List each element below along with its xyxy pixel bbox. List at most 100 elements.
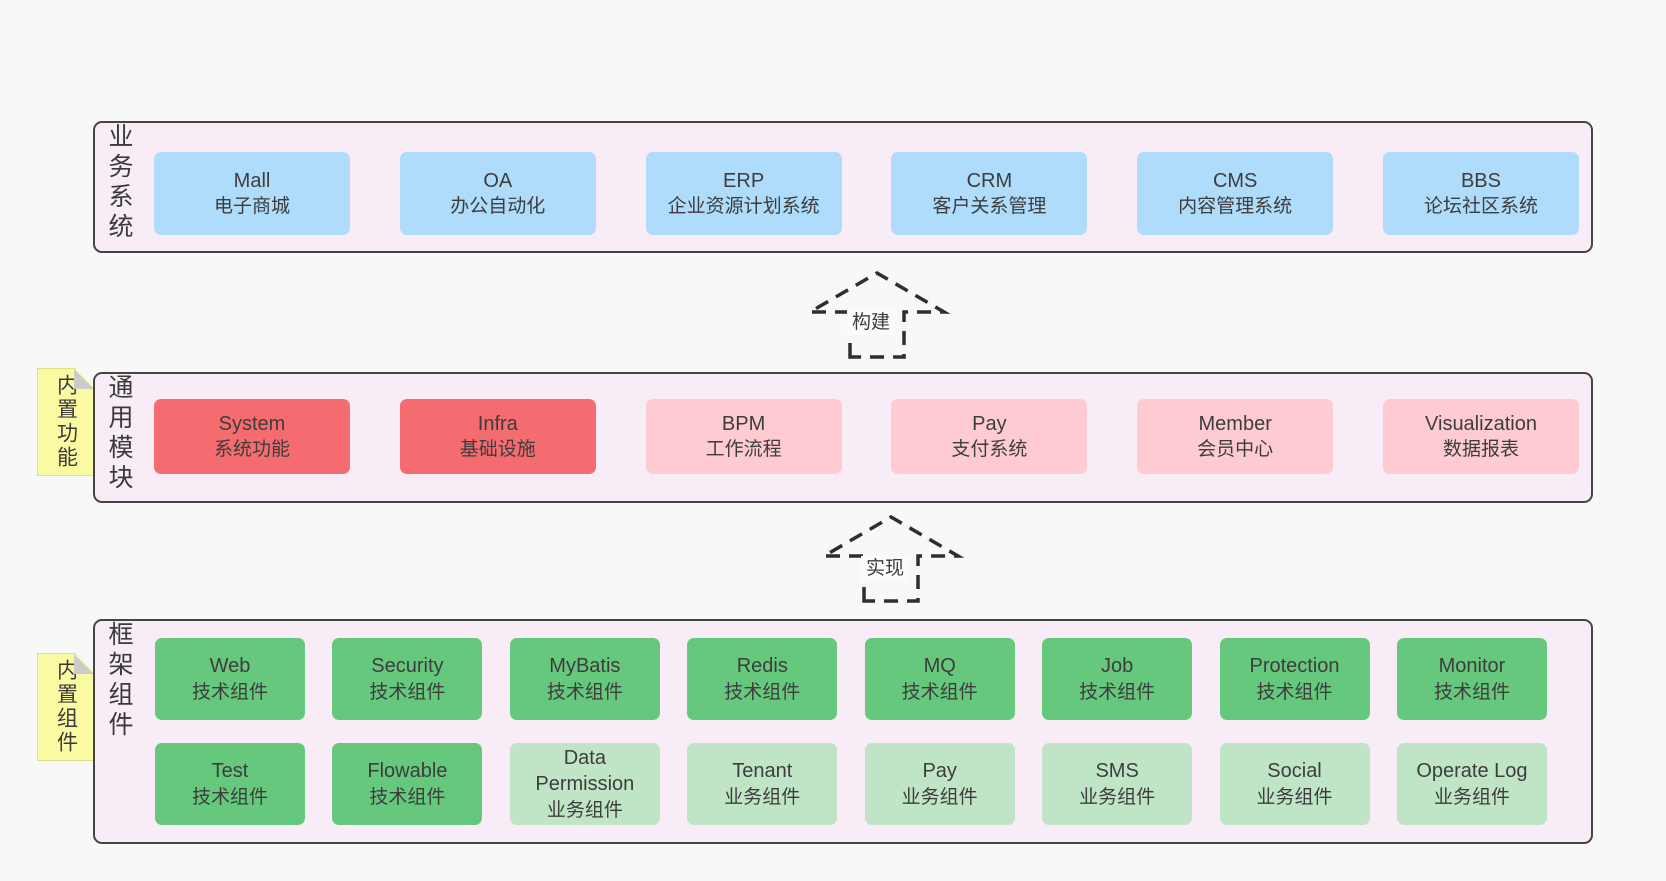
business-systems-box-bbs: BBS 论坛社区系统 bbox=[1382, 152, 1579, 235]
business-systems-box-oa: OA 办公自动化 bbox=[399, 152, 596, 235]
common-modules-box-pay: Pay 支付系统 bbox=[891, 399, 1088, 474]
box-title: Test bbox=[211, 760, 249, 783]
box-subtitle: 工作流程 bbox=[705, 439, 782, 461]
box-subtitle: 业务组件 bbox=[1433, 786, 1510, 808]
box-subtitle: 内容管理系统 bbox=[1178, 196, 1293, 218]
box-subtitle: 办公自动化 bbox=[450, 196, 546, 218]
box-title: SMS bbox=[1095, 760, 1139, 783]
box-title: Pay bbox=[972, 412, 1007, 435]
built-in-components-note-label: 内置组件 bbox=[54, 659, 78, 755]
box-title: Redis bbox=[736, 655, 788, 678]
box-subtitle: 业务组件 bbox=[1079, 786, 1156, 808]
business-systems-box-erp: ERP 企业资源计划系统 bbox=[645, 152, 842, 235]
framework-components-box-test: Test 技术组件 bbox=[155, 743, 305, 825]
box-subtitle: 技术组件 bbox=[546, 681, 623, 703]
box-subtitle: 支付系统 bbox=[951, 439, 1028, 461]
box-subtitle: 会员中心 bbox=[1197, 439, 1274, 461]
common-modules-side-label: 通用模块 bbox=[105, 374, 133, 494]
box-title: Monitor bbox=[1438, 655, 1506, 678]
common-modules-box-infra: Infra 基础设施 bbox=[399, 399, 596, 474]
box-title: Pay bbox=[922, 760, 957, 783]
box-title: Protection bbox=[1249, 655, 1340, 678]
build-arrow-icon bbox=[803, 270, 951, 359]
box-subtitle: 论坛社区系统 bbox=[1423, 196, 1538, 218]
business-systems-box-crm: CRM 客户关系管理 bbox=[891, 152, 1088, 235]
framework-components-side-label: 框架组件 bbox=[105, 621, 133, 741]
box-subtitle: 数据报表 bbox=[1442, 439, 1519, 461]
box-title: System bbox=[218, 412, 286, 435]
implement-arrow-label: 实现 bbox=[861, 556, 910, 581]
box-subtitle: 技术组件 bbox=[1079, 681, 1156, 703]
framework-components-box-job: Job 技术组件 bbox=[1042, 638, 1193, 720]
box-subtitle: 业务组件 bbox=[1256, 786, 1333, 808]
box-title: CRM bbox=[966, 169, 1013, 192]
box-title: Security bbox=[371, 655, 444, 678]
box-subtitle: 技术组件 bbox=[191, 681, 268, 703]
framework-components-box-protection: Protection 技术组件 bbox=[1219, 638, 1370, 720]
framework-components-box-security: Security 技术组件 bbox=[332, 638, 483, 720]
framework-components-box-monitor: Monitor 技术组件 bbox=[1396, 638, 1547, 720]
business-systems-side-label: 业务系统 bbox=[105, 123, 133, 243]
build-arrow-label: 构建 bbox=[847, 310, 896, 335]
business-systems-rows: Mall 电子商城 OA 办公自动化 ERP 企业资源计划系统 CRM 客户关系管理 CMS 内容… bbox=[95, 123, 1591, 235]
business-systems-panel: 业务系统 Mall 电子商城 OA 办公自动化 ERP 企业资源计划系统 CRM 客户关系管理… bbox=[93, 121, 1593, 253]
box-subtitle: 基础设施 bbox=[459, 439, 536, 461]
box-title: Web bbox=[209, 655, 251, 678]
box-subtitle: 技术组件 bbox=[369, 681, 446, 703]
box-title: Member bbox=[1198, 412, 1272, 435]
box-subtitle: 技术组件 bbox=[1256, 681, 1333, 703]
framework-components-box-data-permission: Data Permission 业务组件 bbox=[509, 743, 660, 825]
box-subtitle: 技术组件 bbox=[191, 786, 268, 808]
box-subtitle: 技术组件 bbox=[1433, 681, 1510, 703]
box-title: Social bbox=[1267, 760, 1322, 783]
business-systems-box-mall: Mall 电子商城 bbox=[154, 152, 350, 235]
box-title: Operate Log bbox=[1416, 760, 1528, 783]
box-title: ERP bbox=[723, 169, 765, 192]
box-title: CMS bbox=[1212, 169, 1258, 192]
box-subtitle: 技术组件 bbox=[724, 681, 801, 703]
box-subtitle: 技术组件 bbox=[901, 681, 978, 703]
box-title: Flowable bbox=[367, 760, 448, 783]
box-subtitle: 业务组件 bbox=[724, 786, 801, 808]
framework-components-box-web: Web 技术组件 bbox=[155, 638, 305, 720]
framework-components-box-redis: Redis 技术组件 bbox=[687, 638, 838, 720]
note-fold-corner-icon bbox=[74, 654, 94, 674]
box-title: Infra bbox=[477, 412, 518, 435]
box-subtitle: 业务组件 bbox=[901, 786, 978, 808]
box-title: Data Permission bbox=[535, 747, 635, 796]
box-subtitle: 客户关系管理 bbox=[932, 196, 1047, 218]
framework-components-box-sms: SMS 业务组件 bbox=[1042, 743, 1193, 825]
box-subtitle: 业务组件 bbox=[546, 799, 623, 821]
box-title: Job bbox=[1100, 655, 1134, 678]
built-in-features-note: 内置功能 bbox=[37, 368, 95, 476]
common-modules-row: System 系统功能 Infra 基础设施 BPM 工作流程 Pay 支付系统 Member 会… bbox=[95, 374, 1591, 474]
box-subtitle: 电子商城 bbox=[213, 196, 290, 218]
built-in-components-note: 内置组件 bbox=[37, 653, 95, 761]
box-title: BPM bbox=[721, 412, 766, 435]
box-subtitle: 系统功能 bbox=[213, 439, 290, 461]
common-modules-rows: System 系统功能 Infra 基础设施 BPM 工作流程 Pay 支付系统 Member 会… bbox=[95, 374, 1591, 474]
common-modules-box-bpm: BPM 工作流程 bbox=[645, 399, 842, 474]
box-subtitle: 企业资源计划系统 bbox=[667, 196, 820, 218]
framework-components-box-tenant: Tenant 业务组件 bbox=[687, 743, 838, 825]
box-title: Tenant bbox=[732, 760, 793, 783]
common-modules-box-member: Member 会员中心 bbox=[1137, 399, 1334, 474]
framework-components-box-mybatis: MyBatis 技术组件 bbox=[509, 638, 660, 720]
box-title: OA bbox=[483, 169, 513, 192]
framework-components-box-social: Social 业务组件 bbox=[1219, 743, 1370, 825]
box-title: Mall bbox=[233, 169, 271, 192]
box-subtitle: 技术组件 bbox=[369, 786, 446, 808]
note-fold-corner-icon bbox=[74, 369, 94, 389]
business-systems-box-cms: CMS 内容管理系统 bbox=[1137, 152, 1334, 235]
common-modules-box-visualization: Visualization 数据报表 bbox=[1382, 399, 1579, 474]
box-title: Visualization bbox=[1425, 412, 1537, 435]
box-title: BBS bbox=[1460, 169, 1501, 192]
business-systems-row: Mall 电子商城 OA 办公自动化 ERP 企业资源计划系统 CRM 客户关系管理 CMS 内容… bbox=[95, 123, 1591, 235]
box-title: MyBatis bbox=[549, 655, 621, 678]
framework-components-box-flowable: Flowable 技术组件 bbox=[332, 743, 483, 825]
